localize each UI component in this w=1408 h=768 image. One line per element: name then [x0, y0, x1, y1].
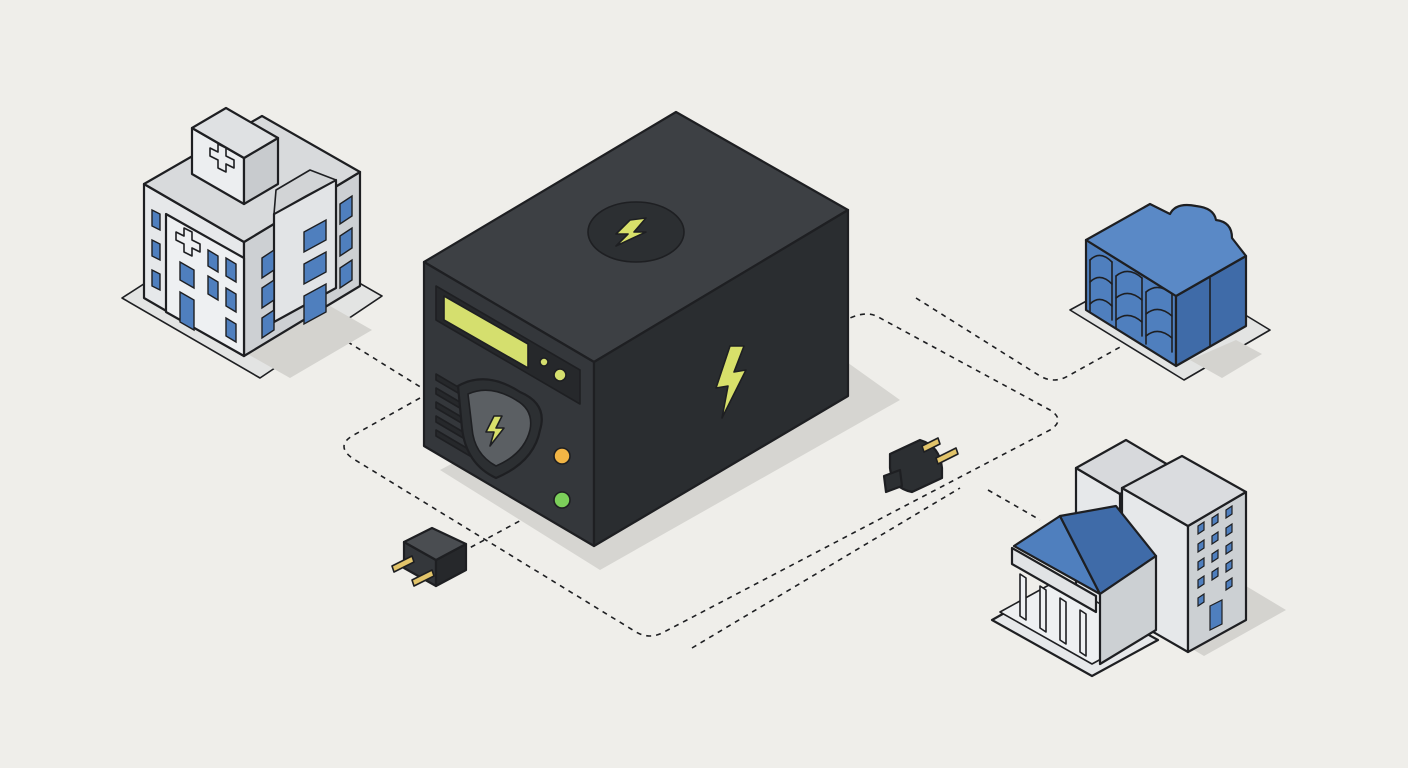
hospital-windows: [151, 194, 353, 344]
connection-plug-to-government: [691, 487, 961, 649]
hospital-facade-cross-icon: [175, 227, 201, 257]
plug-left-top: [402, 526, 468, 562]
connection-to-government: [987, 489, 1041, 521]
ups-lcd-display: [443, 295, 529, 369]
office-windows: [1197, 504, 1233, 631]
courthouse-columns: [1019, 573, 1087, 657]
ups-status-led-green: [553, 491, 571, 509]
ups-button-small[interactable]: [539, 357, 549, 367]
ups-power-unit-icon: [422, 110, 900, 570]
ups-status-led-amber: [553, 447, 571, 465]
office-tower-top: [1120, 454, 1248, 528]
ups-side-bolt-icon: [715, 345, 747, 419]
hospital-side-tower-top: [273, 169, 337, 215]
datacenter-shadow: [1190, 340, 1262, 378]
datacenter-db-cylinders: [1089, 254, 1173, 353]
ups-shield-bolt-icon: [485, 415, 505, 447]
government-building-icon: [990, 438, 1286, 678]
plug-left-pins: [391, 555, 435, 587]
hospital-building-icon: [121, 106, 383, 379]
plug-right-pins: [921, 437, 959, 465]
plug-right-cord: [882, 468, 904, 494]
courthouse-entablature: [1010, 546, 1098, 614]
courthouse-side-wall: [1098, 554, 1158, 666]
power-plug-icon-left: [391, 526, 468, 588]
connection-ups-to-datacenter: [915, 297, 1123, 381]
hospital-shadow: [244, 306, 372, 378]
power-plug-icon-right: [882, 437, 959, 494]
ups-button[interactable]: [553, 368, 567, 382]
hospital-roof-cross-icon: [209, 143, 235, 173]
ups-top-bolt-icon: [615, 217, 647, 247]
datacenter-top: [1084, 202, 1248, 298]
database-cloud-icon: [1069, 202, 1271, 381]
